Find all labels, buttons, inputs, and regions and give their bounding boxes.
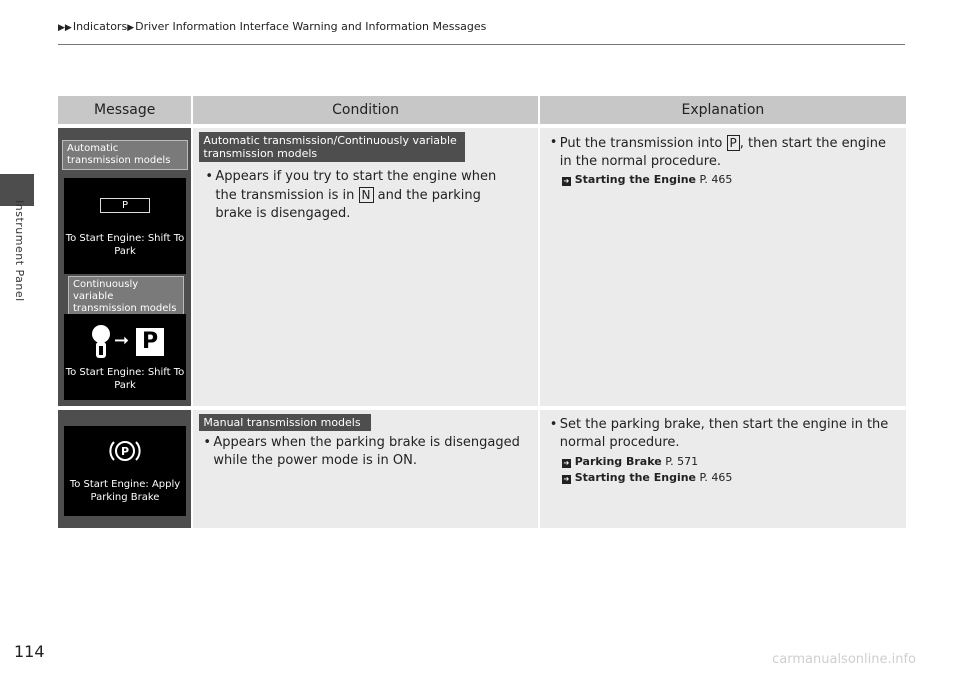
condition-text: • Appears when the parking brake is dise…: [203, 435, 520, 468]
page-reference[interactable]: ➜Parking Brake P. 571: [561, 455, 699, 468]
model-tag: Automatic transmission/Continuously vari…: [199, 132, 466, 162]
display-screen: P To Start Engine: Shift To Park: [64, 178, 186, 274]
table-header: Message Condition Explanation: [58, 96, 906, 124]
breadcrumb-link-indicators[interactable]: Indicators: [72, 20, 128, 33]
breadcrumb-separator-icon: ▶: [127, 23, 135, 33]
bullet-icon: •: [549, 135, 558, 150]
explanation-cell: • Set the parking brake, then start the …: [540, 410, 906, 528]
gear-p-indicator: P: [100, 198, 150, 213]
message-cell: Automatic transmission models P To Start…: [58, 128, 194, 406]
arrow-right-icon: ➞: [114, 330, 130, 351]
condition-cell: Automatic transmission/Continuously vari…: [193, 128, 540, 406]
screen-message: To Start Engine: Apply Parking Brake: [69, 479, 181, 503]
breadcrumb: ▶▶Indicators▶Driver Information Interfac…: [58, 20, 486, 33]
model-tag: Manual transmission models: [199, 414, 372, 431]
display-screen: ➞ P To Start Engine: Shift To Park: [64, 314, 186, 400]
breadcrumb-arrow-icon: ▶▶: [58, 23, 72, 33]
condition-cell: Manual transmission models • Appears whe…: [193, 410, 540, 528]
header-rule: [58, 44, 905, 45]
bullet-icon: •: [205, 169, 214, 184]
header-condition: Condition: [193, 96, 540, 124]
page-number: 114: [14, 642, 45, 661]
section-tab: [0, 174, 34, 206]
explanation-text: • Put the transmission into P, then star…: [549, 135, 886, 169]
header-message: Message: [58, 96, 194, 124]
explanation-cell: • Put the transmission into P, then star…: [540, 128, 906, 406]
breadcrumb-current: Driver Information Interface Warning and…: [135, 20, 487, 33]
reference-arrow-icon: ➜: [561, 459, 571, 468]
messages-table: Message Condition Explanation Automatic …: [58, 96, 906, 528]
model-tag-automatic: Automatic transmission models: [62, 140, 188, 170]
page-reference[interactable]: ➜Starting the Engine P. 465: [561, 471, 733, 484]
reference-arrow-icon: ➜: [561, 177, 571, 186]
header-explanation: Explanation: [681, 102, 765, 118]
explanation-text: • Set the parking brake, then start the …: [549, 417, 889, 450]
display-screen: P To Start Engine: Apply Parking Brake: [64, 426, 186, 516]
section-label: Instrument Panel: [13, 200, 26, 302]
model-tag-cvt: Continuously variable transmission model…: [68, 276, 184, 318]
bullet-icon: •: [203, 435, 212, 450]
shift-lever-icon: [92, 325, 110, 358]
page-reference[interactable]: ➜Starting the Engine P. 465: [561, 173, 733, 186]
bullet-icon: •: [549, 417, 558, 432]
watermark: carmanualsonline.info: [772, 652, 916, 667]
table-row: Automatic transmission models P To Start…: [58, 128, 906, 406]
table-row: P To Start Engine: Apply Parking Brake M…: [58, 410, 906, 528]
gear-n-symbol: N: [358, 187, 374, 203]
screen-message: To Start Engine: Shift To Park: [65, 233, 185, 257]
gear-p-symbol: P: [726, 135, 740, 151]
condition-text: • Appears if you try to start the engine…: [205, 169, 497, 221]
svg-text:P: P: [121, 445, 129, 458]
reference-arrow-icon: ➜: [561, 475, 571, 484]
parking-brake-icon: P: [109, 441, 141, 461]
message-cell: P To Start Engine: Apply Parking Brake: [58, 410, 194, 528]
screen-message: To Start Engine: Shift To Park: [65, 367, 185, 391]
park-icon: P: [136, 328, 164, 356]
